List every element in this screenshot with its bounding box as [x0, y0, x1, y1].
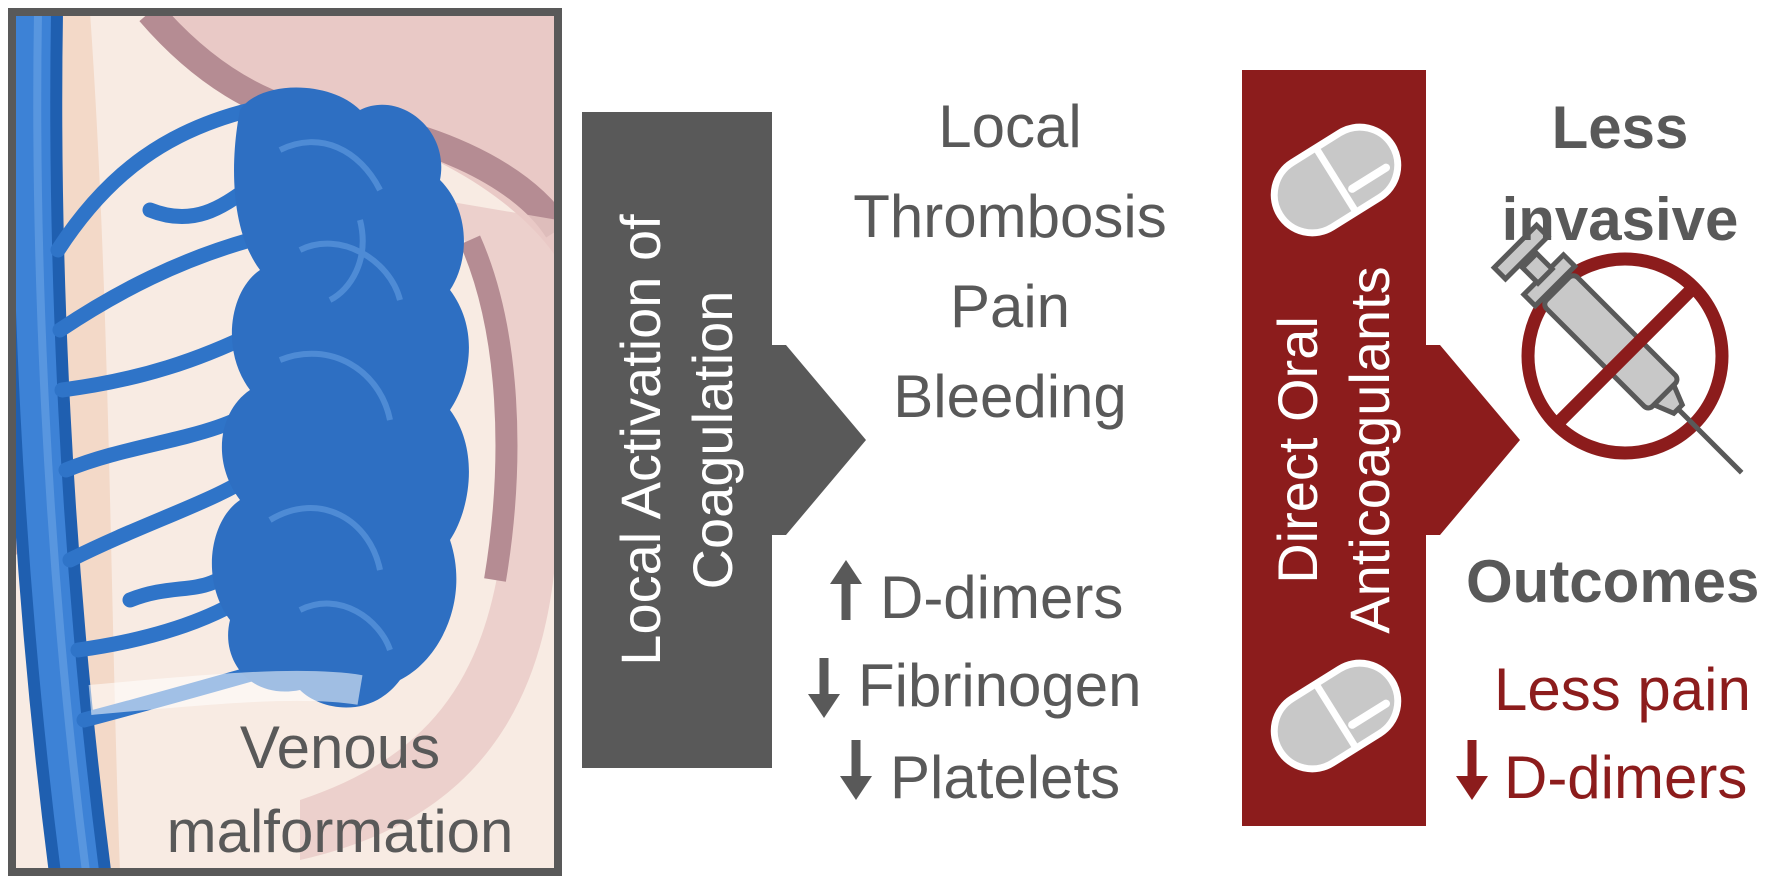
less-invasive-title: Less invasive: [1460, 82, 1780, 266]
doac-label: Direct Oral Anticoagulants: [1262, 150, 1406, 750]
arrow-down-icon: [840, 740, 872, 800]
no-syringe-icon: [1490, 221, 1744, 475]
doac-line1: Direct Oral: [1266, 316, 1329, 584]
less-invasive-line2: invasive: [1501, 186, 1739, 253]
pill-icon: [1270, 123, 1402, 237]
lab-platelets: Platelets: [890, 744, 1121, 811]
local-activation-box: [582, 112, 866, 768]
symptom-pain: Pain: [949, 273, 1071, 340]
malformation-mass: [211, 87, 469, 708]
outcomes-label: Outcomes: [1466, 548, 1760, 615]
venous-malformation-frame: [8, 8, 562, 876]
doac-line2: Anticoagulants: [1338, 266, 1401, 634]
arrow-up-icon: [830, 560, 862, 620]
venous-caption: Venous malformation: [140, 712, 540, 868]
arrow-down-icon: [1456, 740, 1488, 800]
symptoms-list: Local Thrombosis Pain Bleeding: [820, 82, 1200, 442]
result-ddimers: D-dimers: [1504, 744, 1748, 811]
venous-malformation-illustration: [12, 12, 558, 872]
local-activation-line2: Coagulation: [681, 290, 744, 590]
lab-ddimers: D-dimers: [880, 564, 1124, 631]
local-activation-line1: Local Activation of: [609, 214, 672, 666]
less-invasive-line1: Less: [1551, 94, 1689, 161]
local-activation-label: Local Activation of Coagulation: [605, 160, 749, 720]
lab-fibrinogen: Fibrinogen: [858, 652, 1142, 719]
pill-icon: [1270, 659, 1402, 773]
venous-caption-line1: Venous: [239, 714, 441, 781]
less-pain-label: Less pain: [1494, 656, 1751, 723]
symptom-thrombosis: Thrombosis: [853, 183, 1167, 250]
venous-caption-line2: malformation: [166, 798, 514, 865]
symptom-local: Local: [938, 93, 1082, 160]
symptom-bleeding: Bleeding: [893, 363, 1127, 430]
arrow-down-icon: [808, 658, 840, 718]
